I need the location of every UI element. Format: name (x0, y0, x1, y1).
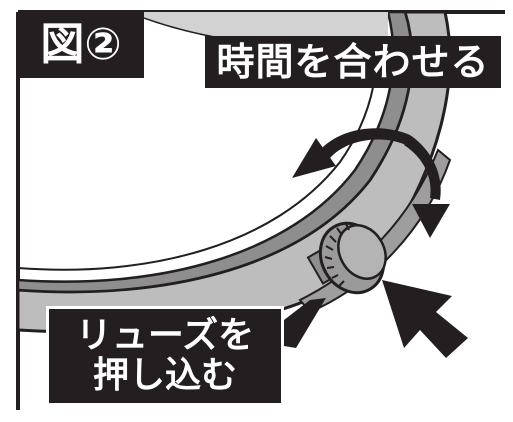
rotate-arrows-icon (292, 128, 450, 238)
push-arrow-icon (382, 280, 468, 358)
watch-bezel (16, 10, 413, 294)
instruction-callout: リューズを 押し込む (46, 306, 284, 406)
figure-number-label: 図② (18, 12, 144, 78)
instruction-line-1: リューズを (75, 315, 255, 356)
watch-crown-icon (318, 221, 387, 295)
instruction-line-2: 押し込む (92, 355, 237, 396)
figure-title: 時間を合わせる (205, 36, 501, 88)
callout-connector (284, 298, 326, 348)
